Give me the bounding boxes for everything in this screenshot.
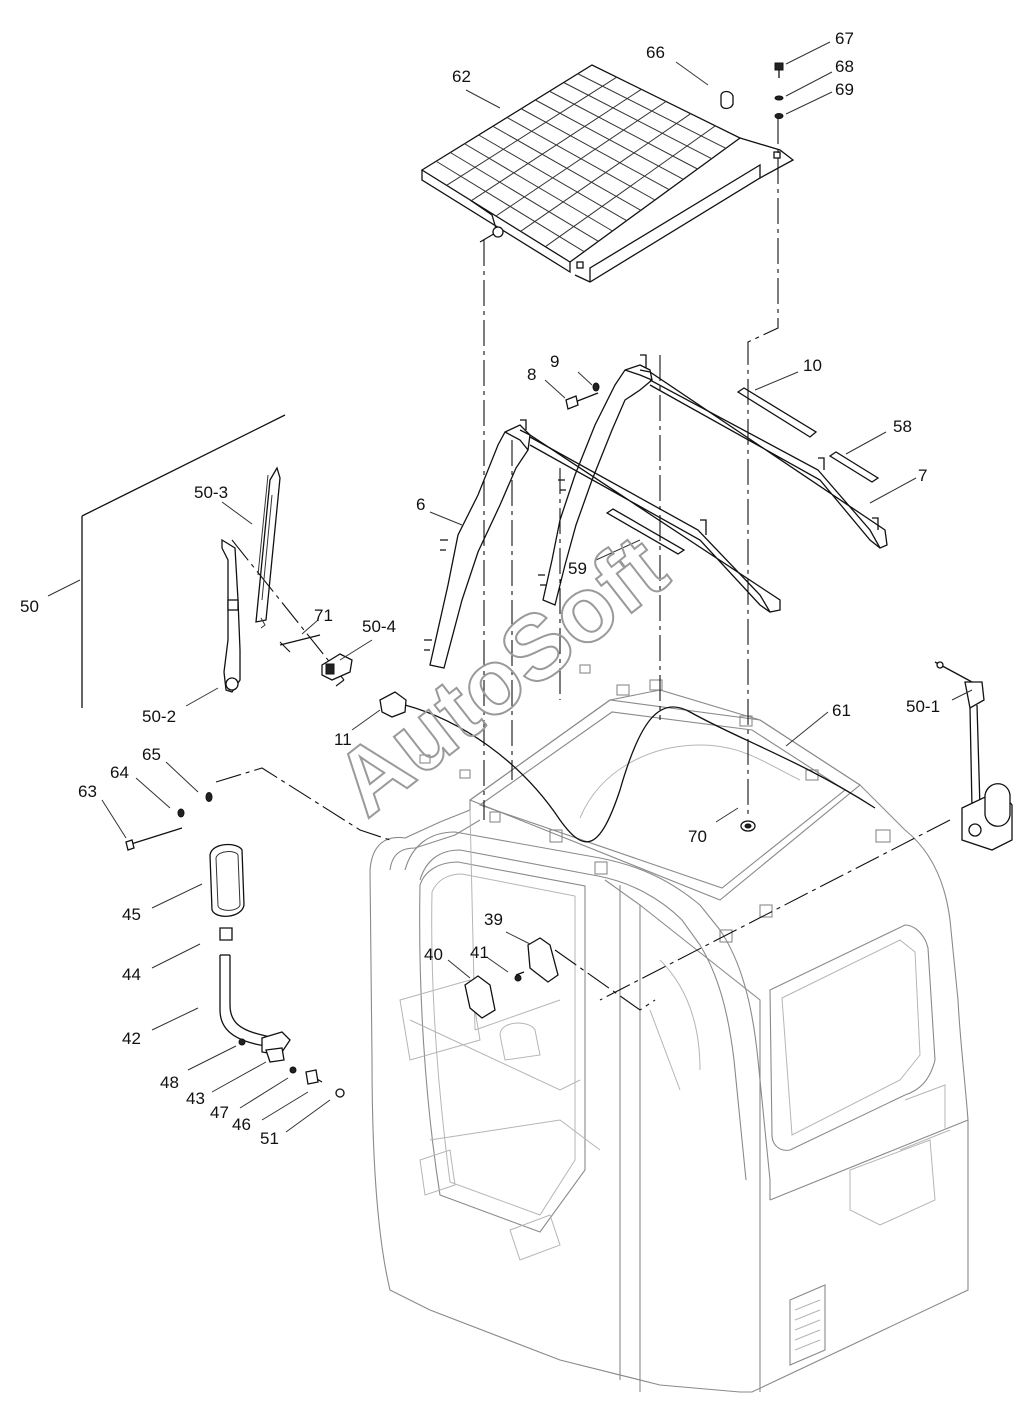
callout-7: 7 — [918, 466, 927, 485]
wiper-pivot-50-4 — [279, 634, 353, 681]
callout-63: 63 — [78, 782, 97, 801]
watermark-text: AutoSoft — [317, 516, 686, 835]
callout-42: 42 — [122, 1029, 141, 1048]
callout-64: 64 — [110, 763, 129, 782]
callout-9: 9 — [550, 352, 559, 371]
guard-frame-7 — [538, 354, 888, 606]
callout-43: 43 — [186, 1089, 205, 1108]
callout-71: 71 — [314, 606, 333, 625]
callout-51: 51 — [260, 1129, 279, 1148]
callout-66: 66 — [646, 43, 665, 62]
callout-61: 61 — [832, 701, 851, 720]
callout-58: 58 — [893, 417, 912, 436]
callout-50-3: 50-3 — [194, 483, 228, 502]
callout-45: 45 — [122, 905, 141, 924]
cab-brackets — [464, 937, 559, 1019]
callout-50-2: 50-2 — [142, 707, 176, 726]
wiper-group-bracket — [81, 414, 286, 708]
mirror-bolt-set — [125, 792, 213, 851]
grille-rib — [520, 113, 691, 232]
callout-41: 41 — [470, 943, 489, 962]
guard-frame-6 — [424, 419, 781, 669]
callout-6: 6 — [416, 495, 425, 514]
callout-8: 8 — [527, 365, 536, 384]
alignment-lines — [215, 118, 951, 1011]
wiper-arm-50-2 — [221, 538, 241, 693]
roof-guard-grille — [420, 64, 795, 283]
callout-labels: 62 66 67 68 69 10 8 9 58 7 6 59 50-3 50 … — [20, 29, 940, 1148]
grille-rib — [545, 125, 716, 248]
callout-69: 69 — [835, 80, 854, 99]
grille-rib — [495, 101, 667, 217]
callout-10: 10 — [803, 356, 822, 375]
callout-62: 62 — [452, 67, 471, 86]
mirror-assembly — [209, 843, 345, 1098]
roof-fasteners — [720, 62, 784, 119]
operator-cab — [369, 664, 969, 1393]
callout-39: 39 — [484, 910, 503, 929]
callout-50-1: 50-1 — [906, 697, 940, 716]
callout-44: 44 — [122, 965, 141, 984]
bolt-8-washer-9 — [565, 382, 600, 410]
wiper-blade-50-3 — [255, 466, 281, 629]
callout-46: 46 — [232, 1115, 251, 1134]
callout-70: 70 — [688, 827, 707, 846]
callout-68: 68 — [835, 57, 854, 76]
callout-59: 59 — [568, 559, 587, 578]
callout-48: 48 — [160, 1073, 179, 1092]
callout-50: 50 — [20, 597, 39, 616]
callout-40: 40 — [424, 945, 443, 964]
callout-67: 67 — [835, 29, 854, 48]
grille-rib — [471, 88, 642, 202]
wiring-harness-61 — [379, 691, 876, 843]
seal-strips — [605, 387, 880, 555]
callout-65: 65 — [142, 745, 161, 764]
callout-47: 47 — [210, 1103, 229, 1122]
wiper-motor-50-1 — [934, 661, 1013, 851]
callout-11: 11 — [334, 730, 352, 749]
grommet-70 — [740, 820, 756, 832]
leader-lines — [47, 41, 973, 1133]
callout-50-4: 50-4 — [362, 617, 396, 636]
grille-rib — [446, 76, 617, 186]
